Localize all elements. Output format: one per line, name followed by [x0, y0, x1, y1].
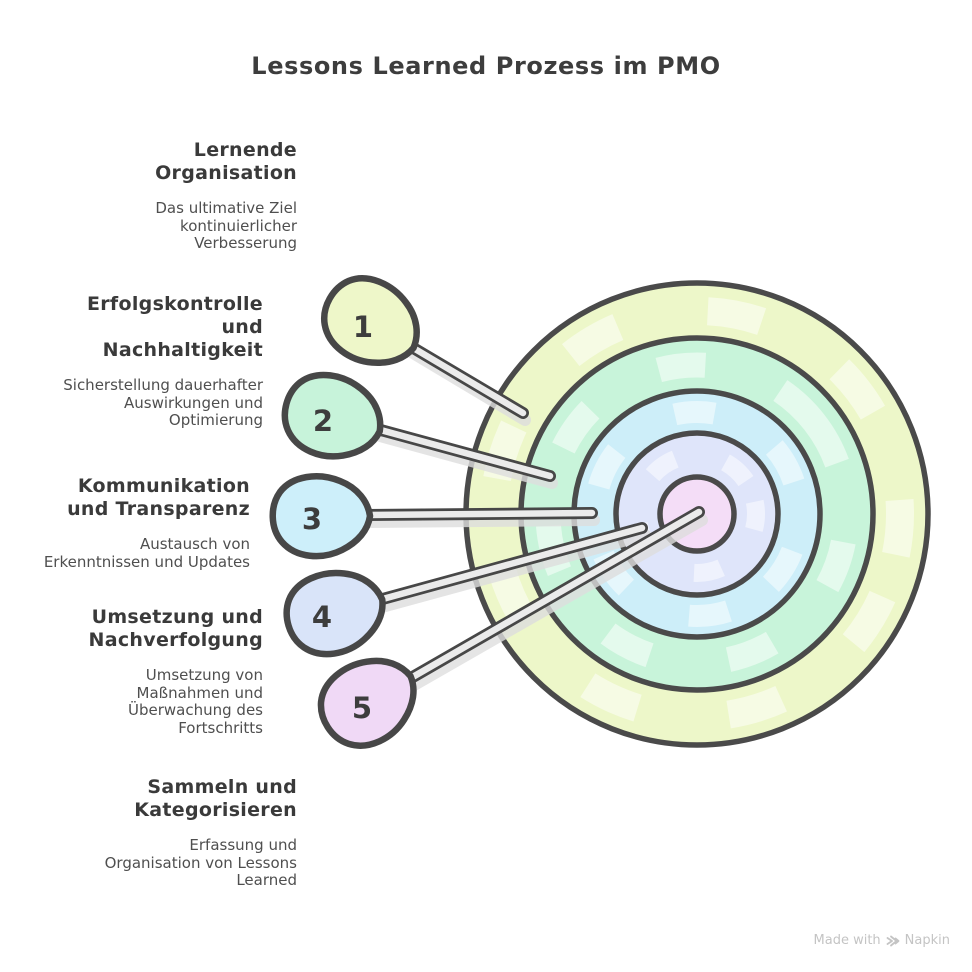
dart-shaft-3	[360, 507, 598, 521]
dart-shaft-1	[404, 340, 529, 419]
dart-head-5	[317, 657, 417, 749]
napkin-logo-icon	[886, 935, 900, 946]
watermark-prefix: Made with	[813, 933, 881, 948]
label-heading: Umsetzung und Nachverfolgung	[88, 606, 263, 651]
label-description: Sicherstellung dauerhafter Auswirkungen …	[63, 376, 263, 429]
dart-shafts	[360, 340, 705, 684]
label-block-umsetzung: Umsetzung und Nachverfolgung Umsetzung v…	[0, 606, 263, 737]
dart-head-2	[281, 371, 384, 460]
label-description: Das ultimative Ziel kontinuierlicher Ver…	[155, 199, 297, 252]
label-heading: Sammeln und Kategorisieren	[134, 776, 297, 821]
label-description: Erfassung und Organisation von Lessons L…	[104, 836, 297, 889]
label-block-lernende-organisation: Lernende Organisation Das ultimative Zie…	[0, 139, 297, 253]
dart-head-3	[269, 473, 374, 560]
label-heading: Kommunikation und Transparenz	[67, 475, 250, 520]
watermark: Made with Napkin	[814, 933, 950, 948]
dart-head-1	[321, 275, 420, 366]
dart-heads	[269, 275, 420, 749]
dart-numbers: 1 2 3 4 5	[302, 310, 373, 725]
dart-shaft-5	[405, 506, 705, 684]
watermark-brand: Napkin	[904, 933, 950, 948]
page-title: Lessons Learned Prozess im PMO	[251, 52, 721, 80]
dart-number-3: 3	[302, 502, 322, 536]
label-heading: Erfolgskontrolle und Nachhaltigkeit	[86, 293, 263, 361]
dart-number-5: 5	[352, 691, 372, 725]
dart-shaft-2	[371, 423, 556, 482]
label-description: Austausch von Erkenntnissen und Updates	[43, 535, 250, 571]
label-block-kommunikation: Kommunikation und Transparenz Austausch …	[0, 475, 250, 571]
dart-number-4: 4	[312, 600, 332, 634]
dart-shaft-4	[373, 522, 648, 606]
label-block-erfolgskontrolle: Erfolgskontrolle und Nachhaltigkeit Sich…	[0, 293, 263, 430]
dart-number-2: 2	[313, 404, 333, 438]
label-heading: Lernende Organisation	[155, 139, 297, 184]
label-block-sammeln: Sammeln und Kategorisieren Erfassung und…	[0, 776, 297, 890]
dart-head-4	[283, 569, 386, 658]
label-description: Umsetzung von Maßnahmen und Überwachung …	[128, 666, 263, 737]
dart-number-1: 1	[353, 310, 373, 344]
